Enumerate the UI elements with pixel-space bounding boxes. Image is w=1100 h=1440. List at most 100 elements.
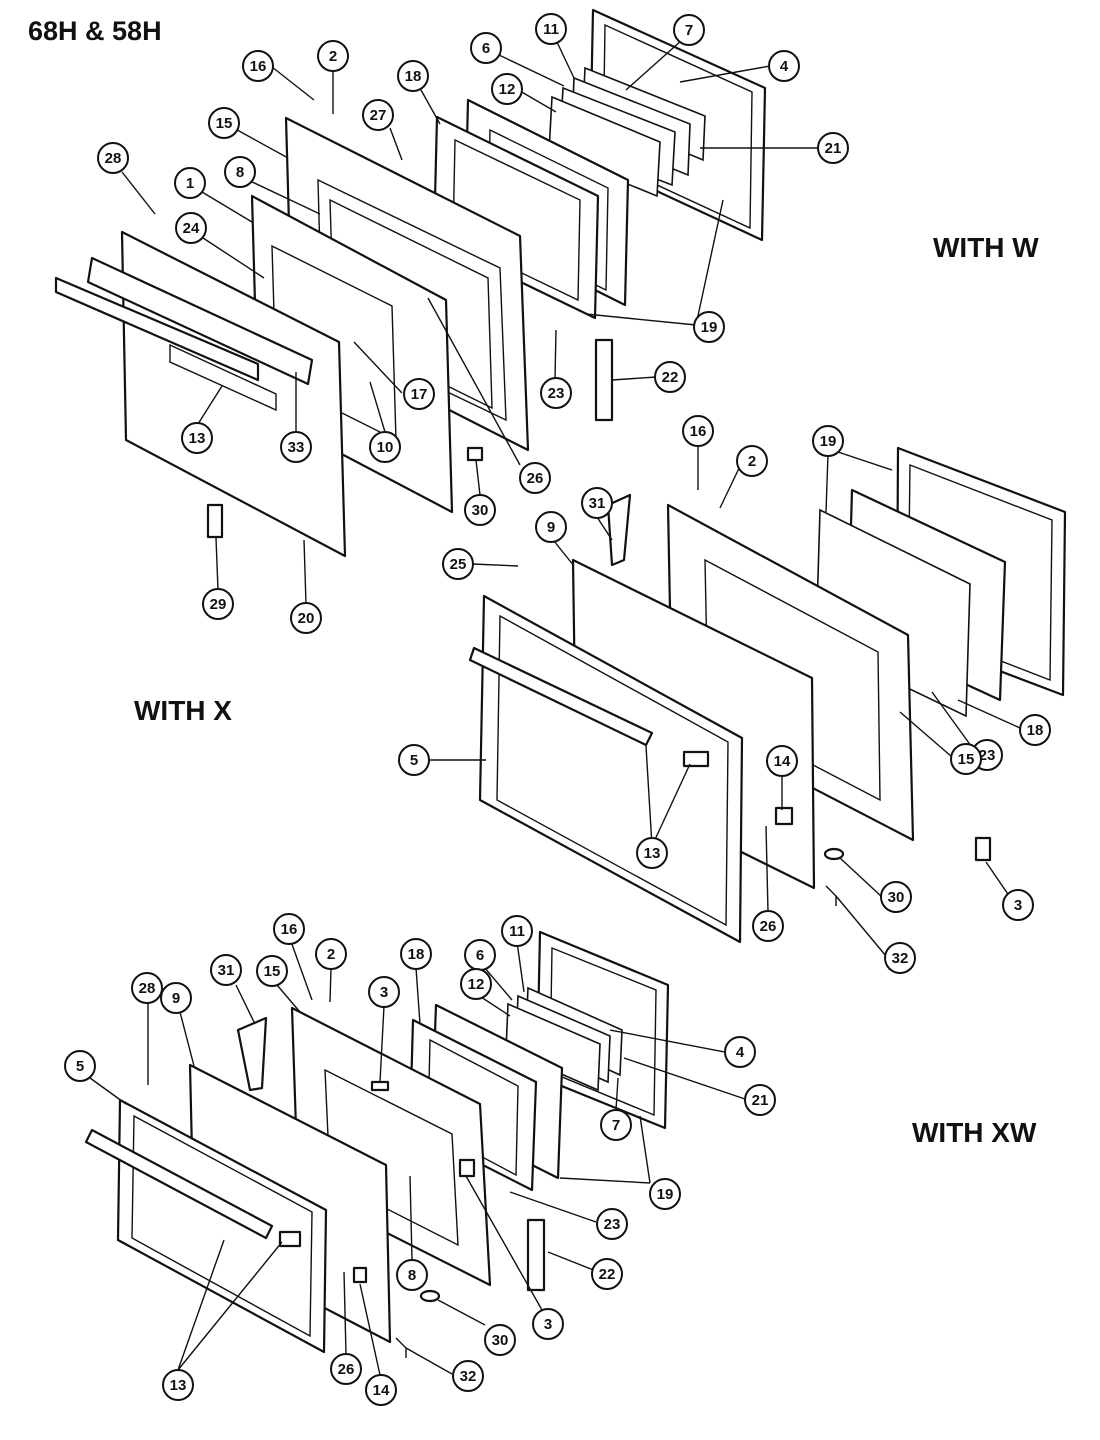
svg-text:30: 30 [888,889,905,906]
callout-bubble: 2 [736,445,768,477]
svg-text:18: 18 [408,946,425,963]
callout-bubble: 4 [768,50,800,82]
callout-bubble: 30 [464,494,496,526]
hinge-bracket-22 [526,1218,546,1292]
spring-32 [825,885,837,906]
leaders-with-x [420,445,1021,957]
handle-end-cap [278,1230,302,1248]
door-vent-strip [86,256,314,386]
svg-text:16: 16 [250,58,267,75]
callout-bubble: 30 [880,881,912,913]
callout-bubble: 12 [460,968,492,1000]
callout-bubble: 21 [744,1084,776,1116]
callout-bubble: 17 [403,378,435,410]
section-label-with-x: WITH X [134,695,232,726]
clip-3 [974,836,992,862]
leaders-with-w [121,39,818,605]
svg-text:24: 24 [183,220,200,237]
svg-text:33: 33 [288,439,305,456]
callout-bubble: 18 [400,938,432,970]
callout-bubble: 9 [160,982,192,1014]
svg-text:1: 1 [186,175,194,192]
svg-text:5: 5 [76,1058,84,1075]
callout-bubble: 27 [362,99,394,131]
svg-text:30: 30 [492,1332,509,1349]
svg-text:20: 20 [298,610,315,627]
callout-bubble: 3 [532,1308,564,1340]
svg-text:11: 11 [509,923,525,940]
callout-bubble: 22 [654,361,686,393]
callout-bubble: 19 [693,311,725,343]
svg-text:14: 14 [774,753,791,770]
svg-text:21: 21 [752,1092,769,1109]
callout-bubble: 26 [330,1353,362,1385]
callout-bubble: 25 [442,548,474,580]
callout-bubble: 24 [175,212,207,244]
svg-text:16: 16 [690,423,707,440]
handle-end-cap [682,750,710,768]
svg-text:23: 23 [548,385,565,402]
section-label-with-w: WITH W [933,232,1039,263]
callout-bubble: 28 [131,972,163,1004]
callout-bubble: 19 [649,1178,681,1210]
bumper-29 [206,503,224,539]
door-handle-bar [468,646,654,747]
door-front-frame-5 [116,1098,328,1354]
svg-text:15: 15 [958,751,975,768]
hinge-bracket-22 [594,338,614,422]
spring-32 [395,1337,407,1358]
door-assembly-with-x [468,446,1067,944]
hinge-bracket-31 [606,493,632,567]
svg-text:15: 15 [216,115,233,132]
svg-text:7: 7 [685,22,693,39]
svg-text:4: 4 [780,58,789,75]
callout-bubble: 7 [600,1109,632,1141]
door-assembly-with-w [54,8,767,558]
callout-bubble: 15 [950,743,982,775]
svg-text:13: 13 [170,1377,187,1394]
callout-bubble: 15 [256,955,288,987]
callout-bubble: 8 [224,156,256,188]
callout-bubble: 2 [315,938,347,970]
door-handle-bar [54,276,260,382]
svg-text:7: 7 [612,1117,620,1134]
svg-text:19: 19 [701,319,718,336]
svg-text:12: 12 [499,81,516,98]
svg-text:31: 31 [218,962,235,979]
callout-bubble: 29 [202,588,234,620]
callout-bubble: 10 [369,431,401,463]
callout-bubble: 5 [398,744,430,776]
svg-text:23: 23 [979,747,996,764]
svg-text:21: 21 [825,140,842,157]
bumper-30 [419,1289,441,1303]
svg-text:31: 31 [589,495,606,512]
svg-text:3: 3 [1014,897,1022,914]
svg-text:32: 32 [892,950,909,967]
svg-text:3: 3 [544,1316,552,1333]
callout-bubble: 19 [812,425,844,457]
svg-text:22: 22 [662,369,679,386]
svg-text:2: 2 [748,453,756,470]
callout-bubble: 11 [535,13,567,45]
door-handle-bar [84,1128,274,1240]
svg-text:13: 13 [644,845,661,862]
svg-text:2: 2 [327,946,335,963]
svg-text:6: 6 [482,40,490,57]
callout-bubble: 26 [752,910,784,942]
callout-bubble: 16 [273,913,305,945]
svg-text:11: 11 [543,21,559,38]
callouts-with-w: 16 2 27 18 6 11 7 4 12 15 21 28 1 8 24 1… [97,13,849,634]
callout-bubble: 12 [491,73,523,105]
callout-bubble: 30 [484,1324,516,1356]
callout-bubble: 18 [1019,714,1051,746]
clip-30 [466,446,484,462]
svg-text:15: 15 [264,963,281,980]
callout-bubble: 16 [682,415,714,447]
callout-bubble: 9 [535,511,567,543]
callout-bubble: 18 [397,60,429,92]
svg-text:10: 10 [377,439,394,456]
callout-bubble: 11 [501,915,533,947]
svg-text:3: 3 [380,984,388,1001]
callout-bubble: 4 [724,1036,756,1068]
callout-bubble: 5 [64,1050,96,1082]
